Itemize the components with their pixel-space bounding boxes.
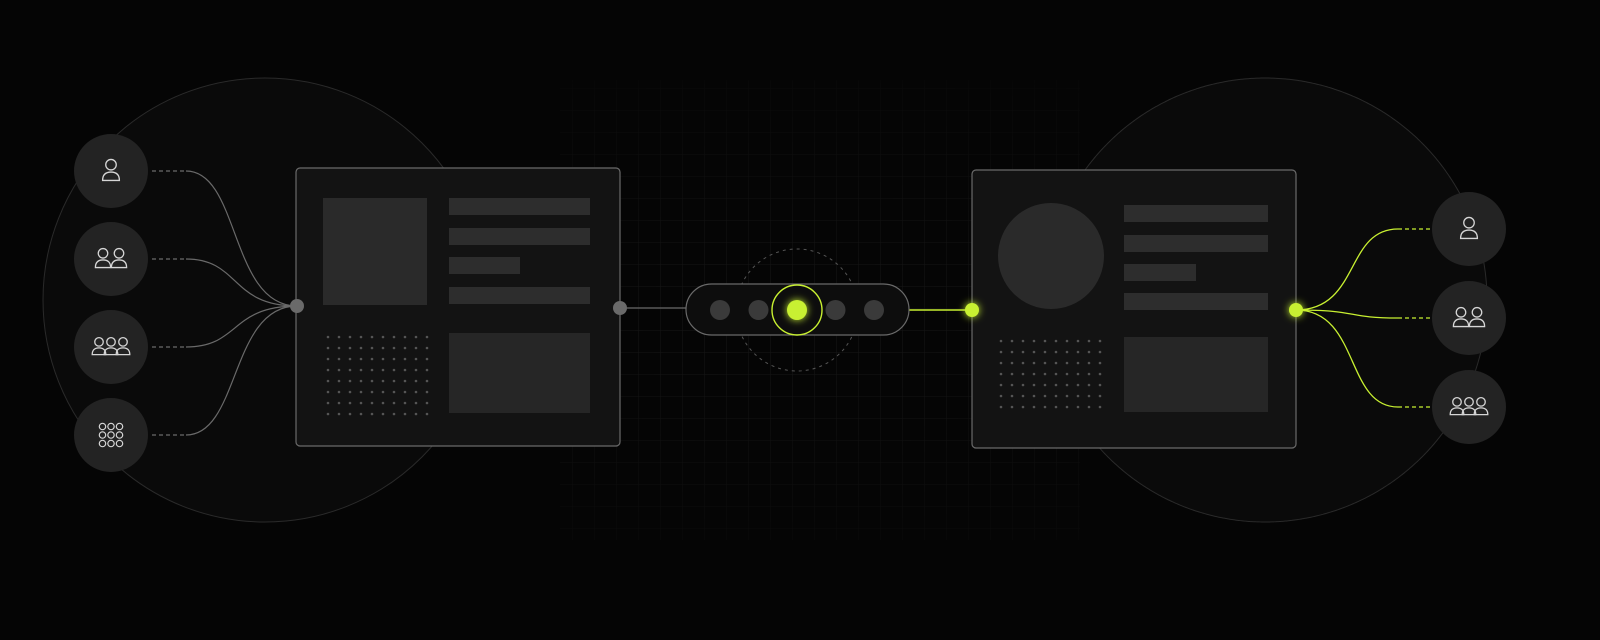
text-line-placeholder (1124, 205, 1268, 222)
two-users-icon (1452, 306, 1486, 328)
slider-step[interactable] (825, 300, 846, 320)
avatar-placeholder (998, 203, 1104, 309)
text-line-placeholder (449, 287, 590, 304)
audience-node[interactable] (74, 222, 148, 296)
block-placeholder (1124, 337, 1268, 412)
two-users-icon (94, 247, 128, 269)
slider-step-active[interactable] (771, 284, 823, 336)
input-connector (152, 305, 298, 348)
output-audience-icons (1432, 192, 1506, 444)
output-connector (1295, 228, 1432, 311)
input-connector (152, 170, 298, 307)
audience-node-circle (74, 134, 148, 208)
text-line-placeholder (1124, 235, 1268, 252)
slider-step[interactable] (864, 300, 884, 320)
audience-node-circle (74, 398, 148, 472)
audience-node-circle (74, 222, 148, 296)
right-connector-lines (1295, 228, 1432, 408)
audience-node[interactable] (1432, 281, 1506, 355)
image-placeholder (323, 198, 427, 305)
input-connector (152, 258, 298, 307)
audience-node-circle (74, 310, 148, 384)
block-placeholder (449, 333, 590, 413)
slider-steps[interactable] (710, 284, 884, 336)
text-line-placeholder (1124, 264, 1196, 281)
audience-node-circle (1432, 192, 1506, 266)
audience-node[interactable] (1432, 192, 1506, 266)
dot-matrix (999, 339, 1102, 409)
three-users-icon (91, 336, 131, 356)
single-user-icon (1459, 216, 1479, 240)
junction-node (613, 301, 627, 315)
junction-node-active (965, 303, 979, 317)
step-slider[interactable] (685, 248, 910, 372)
audience-node-circle (1432, 370, 1506, 444)
result-panel (971, 169, 1297, 449)
single-user-icon (101, 158, 121, 182)
audience-node[interactable] (1432, 370, 1506, 444)
text-line-placeholder (449, 228, 590, 245)
text-line-placeholder (1124, 293, 1268, 310)
audience-node[interactable] (74, 134, 148, 208)
three-users-icon (1449, 396, 1489, 416)
audience-node[interactable] (74, 398, 148, 472)
slider-step[interactable] (748, 300, 769, 320)
output-connector (1295, 309, 1432, 408)
audience-node[interactable] (74, 310, 148, 384)
input-connector (152, 305, 298, 436)
output-connector (1295, 309, 1432, 319)
dot-matrix (326, 335, 429, 416)
left-connector-lines (152, 170, 298, 436)
input-audience-icons (74, 134, 148, 472)
junction-node (290, 299, 304, 313)
junction-node-active (1289, 303, 1303, 317)
text-line-placeholder (449, 257, 520, 274)
audience-node-circle (1432, 281, 1506, 355)
text-line-placeholder (449, 198, 590, 215)
grid-dots-icon (98, 422, 124, 448)
slider-step[interactable] (710, 300, 730, 320)
source-panel (295, 167, 621, 447)
